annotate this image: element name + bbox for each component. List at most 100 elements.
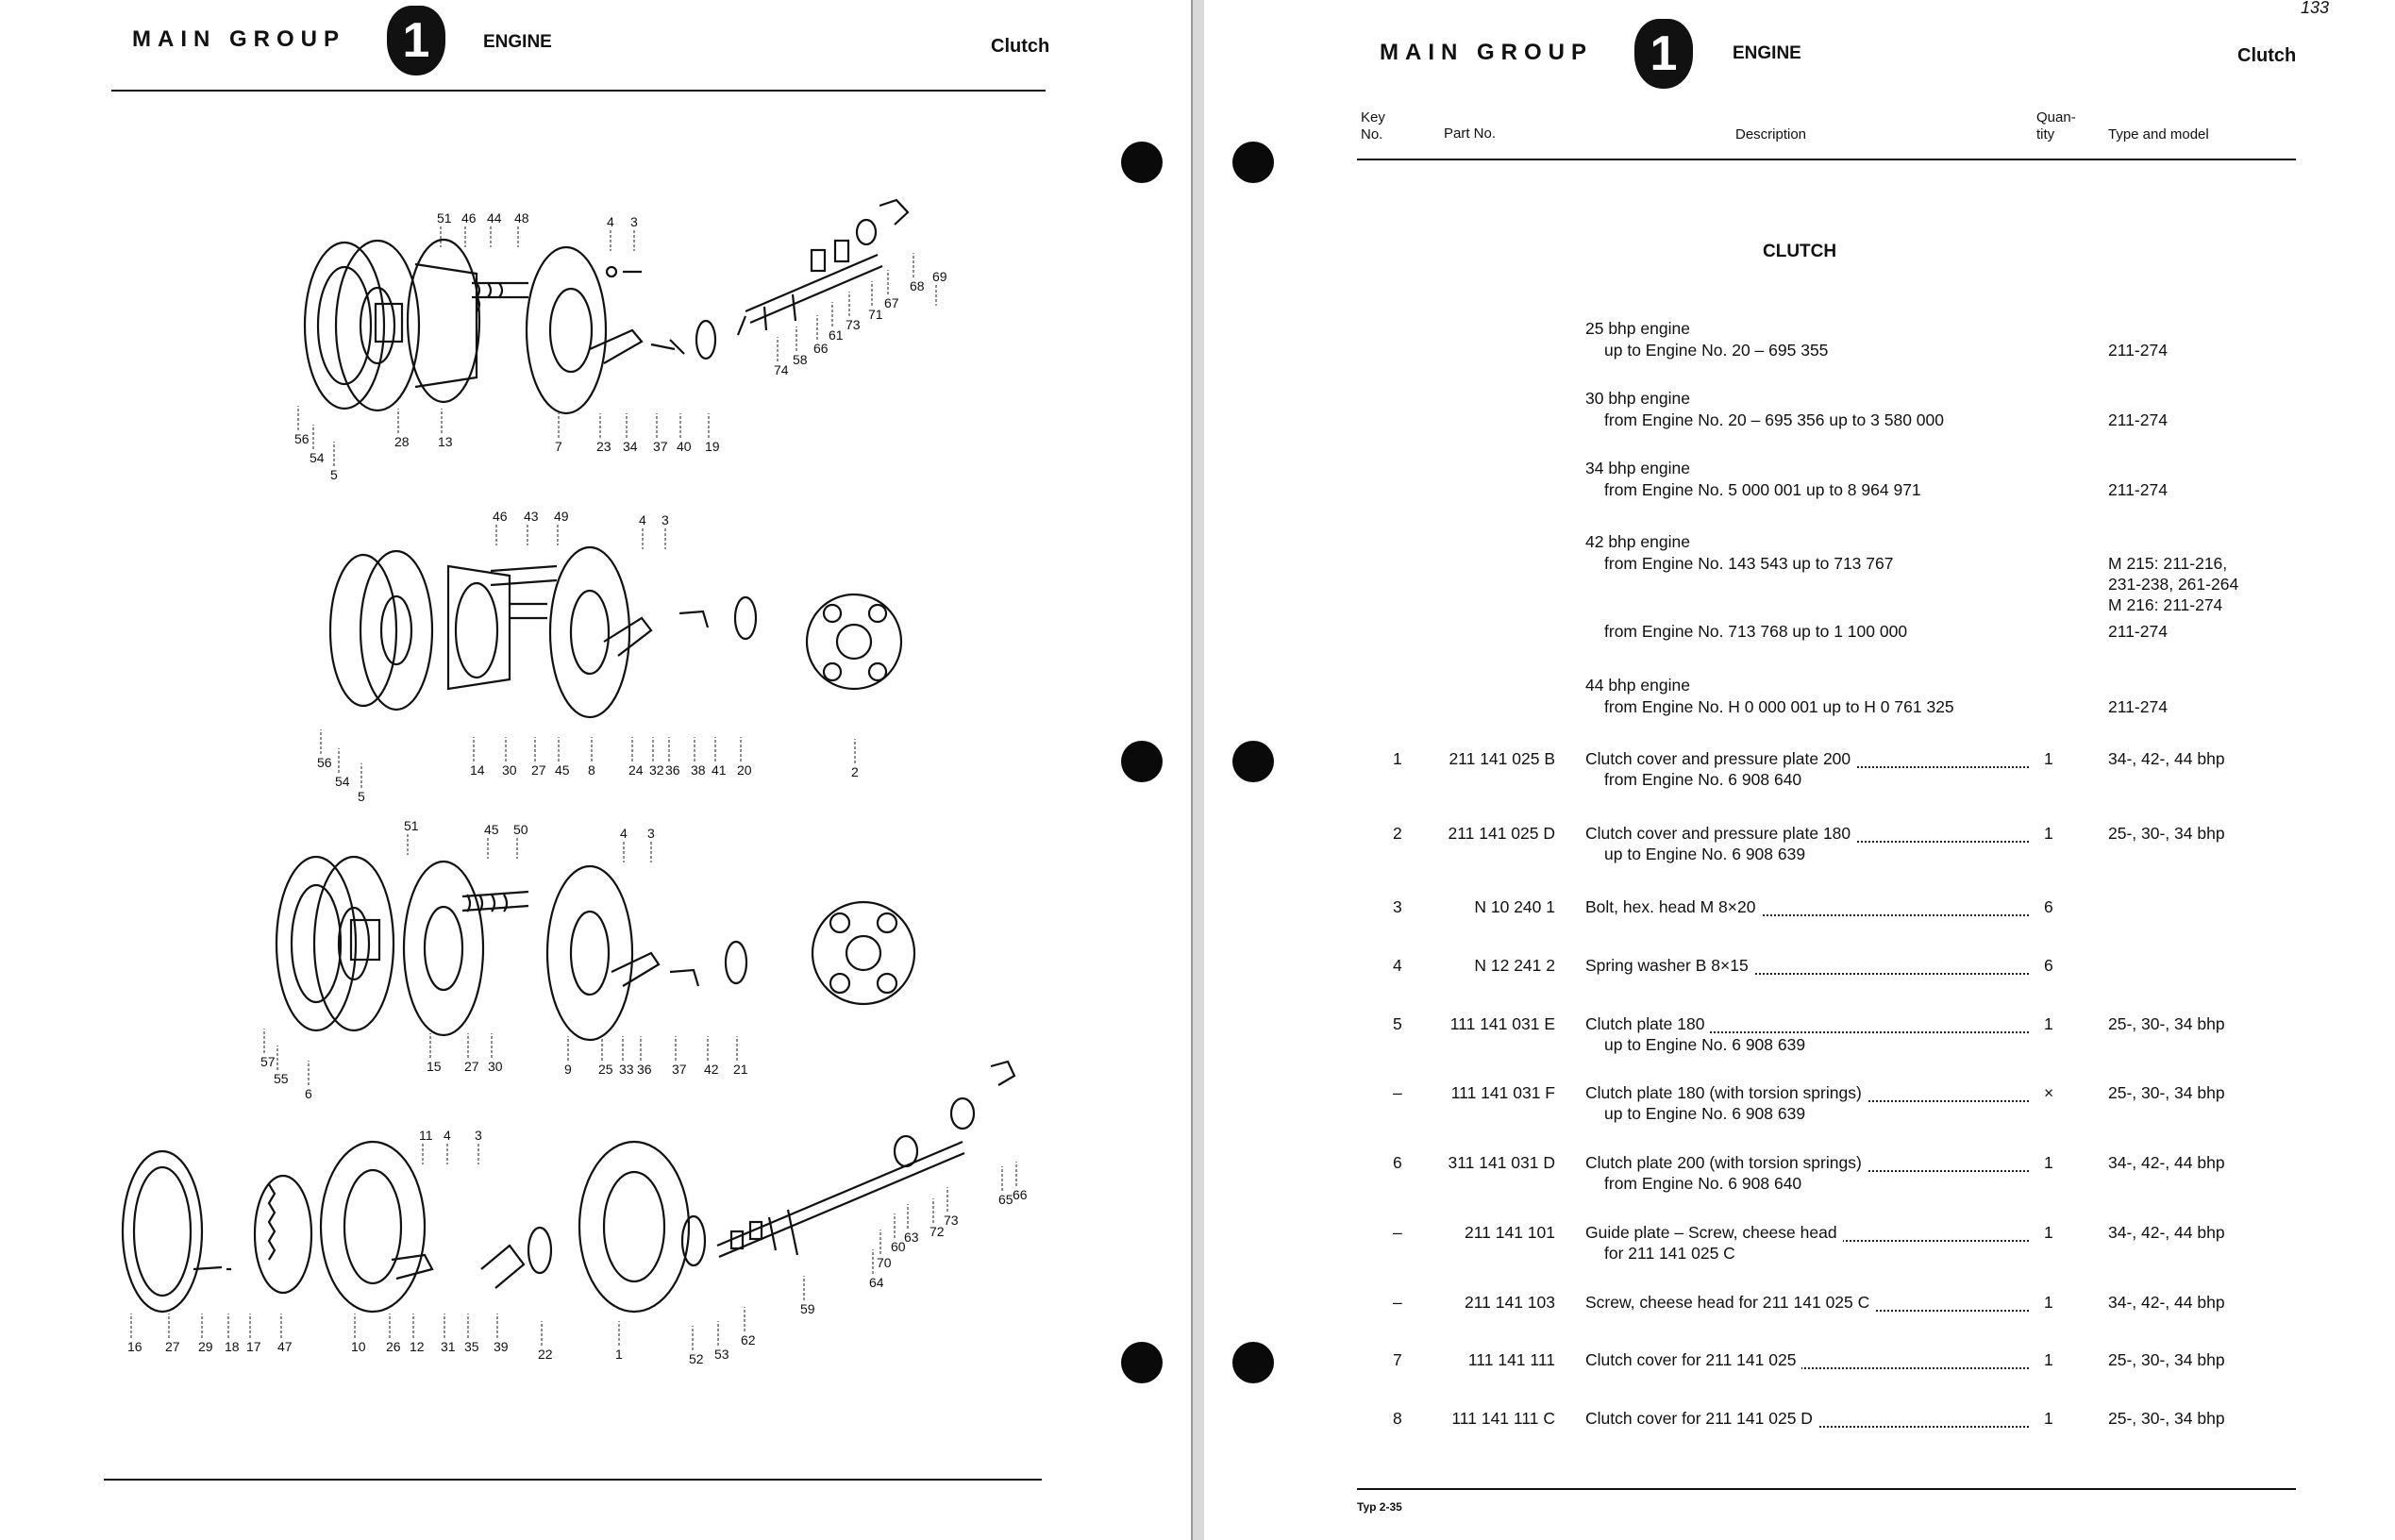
diagram-callout-label: 51	[437, 210, 452, 226]
part-description: Clutch cover for 211 141 025	[1585, 1350, 1802, 1370]
diagram-callout-label: 25	[598, 1062, 613, 1077]
diagram-callout-label: 31	[441, 1339, 456, 1354]
diagram-callout-label: 20	[737, 762, 752, 778]
part-description: Clutch plate 200 (with torsion springs)	[1585, 1153, 1867, 1173]
quantity: 6	[2044, 897, 2053, 916]
diagram-callout-label: 58	[793, 352, 808, 367]
diagram-callout-label: 46	[461, 210, 477, 226]
key-number: –	[1393, 1223, 1402, 1242]
clutch-diagram-4	[121, 1060, 1016, 1314]
diagram-callout-label: 4	[639, 512, 646, 527]
engine-note-model: 231-238, 261-264	[2108, 575, 2239, 594]
subsection-heading: Clutch	[991, 36, 1050, 57]
diagram-callout-label: 27	[464, 1059, 479, 1074]
diagram-callout-label: 27	[531, 762, 546, 778]
diagram-callout-label: 66	[1013, 1187, 1028, 1202]
footer-rule	[1357, 1488, 2296, 1490]
column-header-part-no: Part No.	[1444, 126, 1497, 142]
diagram-callout-label: 71	[868, 307, 883, 322]
diagram-callout-label: 67	[884, 295, 899, 310]
diagram-callout-label: 66	[813, 341, 829, 356]
diagram-callout-label: 4	[620, 826, 628, 841]
parts-table-row: –211 141 103 Screw, cheese head for 211 …	[1204, 1293, 2395, 1313]
leader-dots	[1585, 1016, 2029, 1033]
part-number: 111 141 031 E	[1449, 1014, 1555, 1033]
diagram-callout-label: 26	[386, 1339, 401, 1354]
diagram-callout-label: 55	[274, 1071, 289, 1086]
diagram-callout-label: 15	[427, 1059, 442, 1074]
diagram-callout-label: 73	[846, 317, 861, 332]
diagram-callout-label: 3	[630, 214, 638, 229]
key-number: 4	[1393, 956, 1402, 975]
engine-note-title: 34 bhp engine	[1585, 459, 1690, 477]
diagram-callout-label: 73	[944, 1213, 959, 1228]
type-model: 25-, 30-, 34 bhp	[2108, 824, 2225, 843]
diagram-callout-label: 14	[470, 762, 485, 778]
clutch-diagram-3	[275, 855, 916, 1042]
diagram-callout-label: 27	[165, 1339, 180, 1354]
diagram-callout-label: 5	[358, 789, 365, 804]
diagram-callout-label: 51	[404, 818, 419, 833]
quantity: 1	[2044, 1409, 2053, 1428]
section-title: CLUTCH	[1763, 242, 1837, 261]
quantity: 1	[2044, 1223, 2053, 1242]
diagram-callout-label: 3	[647, 826, 655, 841]
binder-hole	[1121, 1342, 1163, 1383]
diagram-callout-label: 4	[607, 214, 614, 229]
part-number: 111 141 031 F	[1450, 1083, 1555, 1102]
part-number: 111 141 111	[1467, 1350, 1555, 1369]
engine-note-model: 211-274	[2108, 480, 2168, 499]
engine-note-model: 211-274	[2108, 341, 2168, 360]
diagram-callout-label: 57	[260, 1054, 276, 1069]
diagram-callout-label: 17	[246, 1339, 261, 1354]
leader-dots	[1585, 958, 2029, 975]
binder-hole	[1121, 741, 1163, 782]
part-number: 211 141 103	[1464, 1293, 1555, 1312]
engine-note-range: from Engine No. H 0 000 001 up to H 0 76…	[1604, 697, 1954, 716]
diagram-callout-label: 23	[596, 439, 611, 454]
diagram-callout-label: 21	[733, 1062, 748, 1077]
diagram-callout-label: 7	[555, 439, 562, 454]
part-description: Bolt, hex. head M 8×20	[1585, 897, 1762, 917]
part-description-note: from Engine No. 6 908 640	[1604, 1174, 1802, 1193]
diagram-callout-label: 52	[689, 1351, 704, 1366]
binder-hole	[1232, 142, 1274, 183]
engine-note-model: M 215: 211-216,	[2108, 554, 2228, 573]
diagram-callout-label: 54	[335, 774, 350, 789]
quantity: ×	[2044, 1083, 2054, 1102]
engine-note-range: from Engine No. 20 – 695 356 up to 3 580…	[1604, 410, 1944, 429]
key-number: 2	[1393, 824, 1402, 843]
subsection-heading: Clutch	[2237, 45, 2297, 66]
part-description-note: up to Engine No. 6 908 639	[1604, 1104, 1806, 1123]
part-description: Screw, cheese head for 211 141 025 C	[1585, 1293, 1876, 1313]
key-number: 7	[1393, 1350, 1402, 1369]
diagram-callout-label: 70	[877, 1255, 892, 1270]
parts-table-row: –211 141 101 Guide plate – Screw, cheese…	[1204, 1223, 2395, 1263]
key-number: 5	[1393, 1014, 1402, 1033]
diagram-callout-label: 59	[800, 1301, 815, 1316]
binder-hole	[1232, 1342, 1274, 1383]
diagram-callout-label: 33	[619, 1062, 634, 1077]
diagram-callout-label: 53	[714, 1347, 729, 1362]
type-model: 34-, 42-, 44 bhp	[2108, 1223, 2225, 1242]
type-model: 25-, 30-, 34 bhp	[2108, 1083, 2225, 1102]
engine-note-model: M 216: 211-274	[2108, 595, 2223, 614]
diagram-callout-label: 56	[317, 755, 332, 770]
diagram-callout-label: 47	[277, 1339, 293, 1354]
diagram-callout-label: 30	[488, 1059, 503, 1074]
diagram-callout-label: 40	[677, 439, 692, 454]
diagram-callout-label: 42	[704, 1062, 719, 1077]
diagram-callout-label: 68	[910, 278, 925, 293]
engine-note-model: 211-274	[2108, 622, 2168, 641]
part-number: N 10 240 1	[1474, 897, 1555, 916]
diagram-callout-label: 4	[444, 1128, 451, 1143]
diagram-callout-label: 10	[351, 1339, 366, 1354]
header-rule	[111, 90, 1046, 92]
column-header-quantity: Quan-tity	[2036, 109, 2076, 142]
diagram-callout-label: 36	[637, 1062, 652, 1077]
diagram-callout-label: 22	[538, 1347, 553, 1362]
diagram-callout-label: 2	[851, 764, 859, 779]
